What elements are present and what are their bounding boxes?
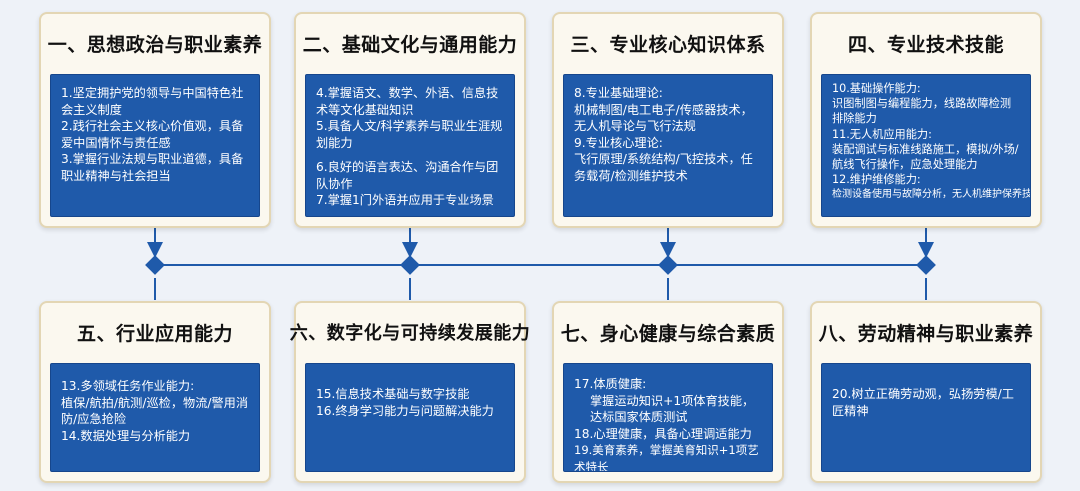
diamond-node	[658, 255, 678, 275]
item-16: 16.终身学习能力与问题解决能力	[316, 403, 494, 418]
card-content: 17.体质健康: 掌握运动知识+1项体育技能，达标国家体质测试 18.心理健康，…	[563, 363, 773, 472]
card-content: 15.信息技术基础与数字技能 16.终身学习能力与问题解决能力	[305, 363, 515, 472]
card-content: 8.专业基础理论: 机械制图/电工电子/传感器技术，无人机导论与飞行法规 9.专…	[563, 74, 773, 217]
connector-node-1	[145, 226, 165, 300]
diamond-node	[145, 255, 165, 275]
item-13-heading: 13.多领域任务作业能力:	[61, 379, 195, 393]
card-title: 二、基础文化与通用能力	[302, 33, 518, 56]
item-3: 3.掌握行业法规与职业道德，具备职业精神与社会担当	[61, 152, 244, 183]
card-title: 三、专业核心知识体系	[570, 33, 766, 56]
card-political-ideology: 一、思想政治与职业素养 1.坚定拥护党的领导与中国特色社会主义制度 2.践行社会…	[39, 12, 271, 228]
card-content: 20.树立正确劳动观，弘扬劳模/工匠精神	[821, 363, 1031, 472]
item-5: 5.具备人文/科学素养与职业生涯规划能力	[316, 119, 503, 150]
card-labor-spirit: 八、劳动精神与职业素养 20.树立正确劳动观，弘扬劳模/工匠精神	[810, 301, 1042, 483]
card-title: 七、身心健康与综合素质	[560, 322, 776, 345]
item-20: 20.树立正确劳动观，弘扬劳模/工匠精神	[832, 387, 1014, 418]
item-8-heading: 8.专业基础理论:	[574, 86, 663, 100]
item-12-heading: 12.维护维修能力:	[832, 173, 921, 187]
card-title: 八、劳动精神与职业素养	[818, 322, 1034, 345]
item-11-heading: 11.无人机应用能力:	[832, 127, 932, 141]
diamond-node	[916, 255, 936, 275]
item-17-heading: 17.体质健康:	[574, 377, 647, 391]
item-12-detail: 检测设备使用与故障分析，无人机维护保养技能	[832, 189, 1031, 201]
card-technical-skills: 四、专业技术技能 10.基础操作能力: 识图制图与编程能力，线路故障检测排除能力…	[810, 12, 1042, 228]
card-industry-application: 五、行业应用能力 13.多领域任务作业能力: 植保/航拍/航测/巡检，物流/警用…	[39, 301, 271, 483]
card-basic-culture: 二、基础文化与通用能力 4.掌握语文、数学、外语、信息技术等文化基础知识 5.具…	[294, 12, 526, 228]
diamond-node	[400, 255, 420, 275]
item-8-detail: 机械制图/电工电子/传感器技术，无人机导论与飞行法规	[574, 102, 753, 134]
card-health-quality: 七、身心健康与综合素质 17.体质健康: 掌握运动知识+1项体育技能，达标国家体…	[552, 301, 784, 483]
card-content: 13.多领域任务作业能力: 植保/航拍/航测/巡检，物流/警用消防/应急抢险 1…	[50, 363, 260, 472]
item-10-detail: 识图制图与编程能力，线路故障检测排除能力	[832, 97, 1012, 126]
card-content: 4.掌握语文、数学、外语、信息技术等文化基础知识 5.具备人文/科学素养与职业生…	[305, 74, 515, 217]
card-title: 四、专业技术技能	[847, 33, 1004, 56]
card-digital-sustainability: 六、数字化与可持续发展能力 15.信息技术基础与数字技能 16.终身学习能力与问…	[289, 301, 531, 483]
card-title: 六、数字化与可持续发展能力	[289, 323, 531, 344]
item-19: 19.美育素养，掌握美育知识+1项艺术特长	[574, 443, 759, 472]
item-2: 2.践行社会主义核心价值观，具备爱中国情怀与责任感	[61, 119, 244, 150]
card-core-knowledge: 三、专业核心知识体系 8.专业基础理论: 机械制图/电工电子/传感器技术，无人机…	[552, 12, 784, 228]
item-17-detail: 掌握运动知识+1项体育技能，达标国家体质测试	[590, 393, 755, 425]
item-4: 4.掌握语文、数学、外语、信息技术等文化基础知识	[316, 86, 499, 117]
item-7: 7.掌握1门外语并应用于专业场景	[316, 193, 494, 207]
item-13-detail: 植保/航拍/航测/巡检，物流/警用消防/应急抢险	[61, 395, 249, 427]
card-content: 1.坚定拥护党的领导与中国特色社会主义制度 2.践行社会主义核心价值观，具备爱中…	[50, 74, 260, 217]
card-content: 10.基础操作能力: 识图制图与编程能力，线路故障检测排除能力 11.无人机应用…	[821, 74, 1031, 217]
card-title: 五、行业应用能力	[76, 322, 233, 345]
item-9-detail: 飞行原理/系统结构/飞控技术，任务载荷/检测维护技术	[574, 152, 753, 183]
item-1: 1.坚定拥护党的领导与中国特色社会主义制度	[61, 86, 244, 117]
item-14: 14.数据处理与分析能力	[61, 428, 191, 443]
connector-node-3	[658, 226, 678, 300]
item-10-heading: 10.基础操作能力:	[832, 82, 921, 95]
item-15: 15.信息技术基础与数字技能	[316, 387, 470, 401]
item-18: 18.心理健康，具备心理调适能力	[574, 426, 752, 441]
item-9-heading: 9.专业核心理论:	[574, 135, 663, 150]
connector-node-4	[916, 226, 936, 300]
item-6: 6.良好的语言表达、沟通合作与团队协作	[316, 160, 499, 191]
item-11-detail: 装配调试与标准线路施工，模拟/外场/航线飞行操作，应急处理能力	[832, 142, 1019, 172]
card-title: 一、思想政治与职业素养	[47, 33, 263, 56]
connector-node-2	[400, 226, 420, 300]
